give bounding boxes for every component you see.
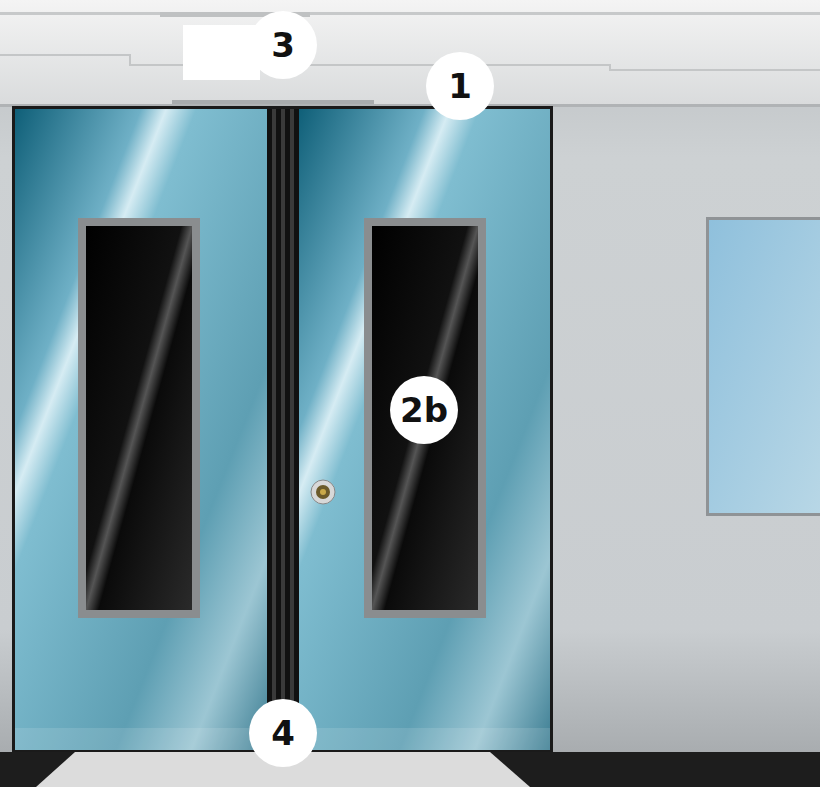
callout-number: 3: [249, 11, 317, 79]
callout-number: 1: [426, 52, 494, 120]
callout-number: 4: [249, 699, 317, 767]
callout-number: 2b: [390, 376, 458, 444]
